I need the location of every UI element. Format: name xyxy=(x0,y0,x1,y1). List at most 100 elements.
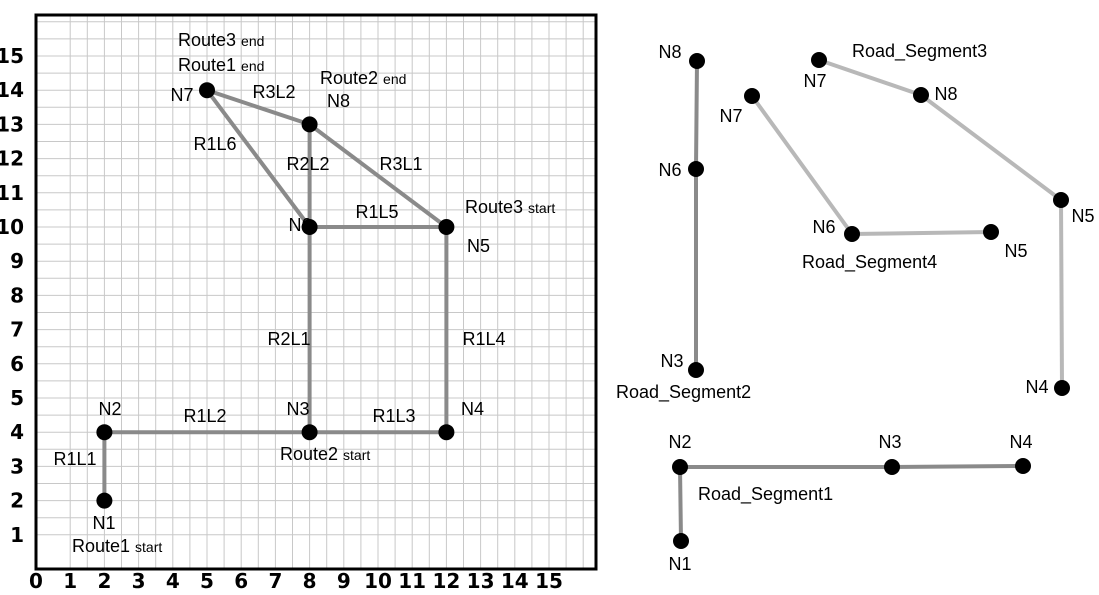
y-tick-label: 10 xyxy=(0,215,24,239)
segment-seg4-node-N7 xyxy=(744,88,760,104)
x-tick-label: 9 xyxy=(337,569,351,593)
node-N6 xyxy=(301,219,318,235)
node-label-N2: N2 xyxy=(98,399,121,419)
node-N7 xyxy=(199,82,215,99)
link-label-R1L6: R1L6 xyxy=(193,134,236,154)
x-tick-label: 11 xyxy=(398,569,426,593)
y-tick-label: 9 xyxy=(10,249,24,273)
y-tick-label: 8 xyxy=(10,283,24,307)
segment-seg1-label-N3: N3 xyxy=(878,432,901,452)
segment-seg2-label-N8: N8 xyxy=(658,42,681,62)
grid-frame xyxy=(34,13,598,571)
y-tick-label: 3 xyxy=(10,454,24,478)
segment-seg3-label-N4: N4 xyxy=(1025,377,1048,397)
node-label-N4: N4 xyxy=(461,399,484,419)
x-tick-label: 12 xyxy=(432,569,460,593)
link-R3L1 xyxy=(308,122,448,229)
x-tick-label: 10 xyxy=(364,569,392,593)
node-label-N7: N7 xyxy=(170,85,193,105)
route1-end-label-suffix: end xyxy=(241,58,264,74)
node-N8 xyxy=(301,116,318,133)
x-tick-label: 4 xyxy=(166,569,180,593)
node-label-N3: N3 xyxy=(286,399,309,419)
segment-seg2-label-N6: N6 xyxy=(658,160,681,180)
node-N3 xyxy=(301,424,318,441)
y-tick-label: 15 xyxy=(0,44,24,68)
segment-seg1-line xyxy=(677,464,1024,542)
node-label-N8: N8 xyxy=(327,91,350,111)
route2-end-label-name: Route2 xyxy=(320,68,378,88)
link-label-R3L1: R3L1 xyxy=(379,154,422,174)
link-label-R1L1: R1L1 xyxy=(53,449,96,469)
link-label-R1L5: R1L5 xyxy=(355,202,398,222)
segment-name-seg1: Road_Segment1 xyxy=(698,484,833,505)
x-tick-label: 5 xyxy=(200,569,214,593)
link-label-R2L2: R2L2 xyxy=(286,154,329,174)
route2-end-label: Route2 end xyxy=(320,68,406,88)
link-R3L2 xyxy=(206,88,311,127)
segment-seg3-label-N7: N7 xyxy=(803,71,826,91)
segment-seg2-node-N8 xyxy=(689,53,705,69)
segment-seg2-line xyxy=(694,60,699,370)
route1-end-label: Route1 end xyxy=(178,55,264,75)
segment-seg3-node-N7 xyxy=(811,52,827,68)
segment-name-seg2: Road_Segment2 xyxy=(616,382,751,403)
link-label-R1L3: R1L3 xyxy=(372,406,415,426)
link-label-R3L2: R3L2 xyxy=(252,82,295,102)
link-label-R1L4: R1L4 xyxy=(462,329,505,349)
x-tick-label: 2 xyxy=(97,569,111,593)
grid-lines xyxy=(36,15,596,569)
route3-end-label-name: Route3 xyxy=(178,30,236,50)
route2-start-label-suffix: start xyxy=(343,447,370,463)
x-tick-label: 8 xyxy=(303,569,317,593)
x-tick-label: 14 xyxy=(501,569,529,593)
segment-seg4-node-N5 xyxy=(983,224,999,240)
segment-seg1-label-N1: N1 xyxy=(668,554,691,574)
x-tick-label: 6 xyxy=(234,569,248,593)
segment-seg3-label-N5: N5 xyxy=(1071,206,1094,226)
segment-seg2-node-N6 xyxy=(688,161,704,177)
segment-seg4-line xyxy=(750,94,992,237)
segment-seg3-node-N5 xyxy=(1053,192,1069,208)
node-N5 xyxy=(438,219,455,235)
y-tick-label: 11 xyxy=(0,181,24,205)
link-R1L6 xyxy=(205,88,312,229)
node-N1 xyxy=(96,492,113,509)
node-label-N1: N1 xyxy=(92,513,115,533)
x-tick-label: 7 xyxy=(268,569,282,593)
segment-seg1-node-N2 xyxy=(672,459,688,475)
segment-seg3-line xyxy=(818,58,1064,389)
segment-seg4-label-N6: N6 xyxy=(812,217,835,237)
segment-seg4-label-N5: N5 xyxy=(1004,241,1027,261)
segment-seg3-label-N8: N8 xyxy=(934,84,957,104)
y-tick-label: 14 xyxy=(0,78,24,102)
node-label-N6: N6 xyxy=(288,215,311,235)
segment-name-seg4: Road_Segment4 xyxy=(802,252,937,273)
segment-seg4-node-N6 xyxy=(844,226,860,242)
segment-seg2-node-N3 xyxy=(688,362,704,378)
segment-seg1-label-N2: N2 xyxy=(668,432,691,452)
route2-end-label-suffix: end xyxy=(383,71,406,87)
segment-seg4-label-N7: N7 xyxy=(719,106,742,126)
segment-seg3-node-N8 xyxy=(913,87,929,103)
y-tick-label: 6 xyxy=(10,352,24,376)
node-N4 xyxy=(438,424,455,441)
route2-start-label-name: Route2 xyxy=(280,444,338,464)
route1-end-label-name: Route1 xyxy=(178,55,236,75)
segment-seg1-node-N3 xyxy=(884,459,900,475)
route2-start-label: Route2 start xyxy=(280,444,370,464)
segment-seg1-label-N4: N4 xyxy=(1009,432,1032,452)
y-tick-label: 5 xyxy=(10,386,24,410)
x-tick-label: 0 xyxy=(29,569,43,593)
route1-start-label-name: Route1 xyxy=(72,536,130,556)
y-tick-label: 2 xyxy=(10,489,24,513)
segment-seg2-label-N3: N3 xyxy=(660,351,683,371)
node-label-N5: N5 xyxy=(467,236,490,256)
segment-seg1-node-N1 xyxy=(673,533,689,549)
segment-seg1-node-N4 xyxy=(1015,458,1031,474)
y-tick-label: 12 xyxy=(0,147,24,171)
